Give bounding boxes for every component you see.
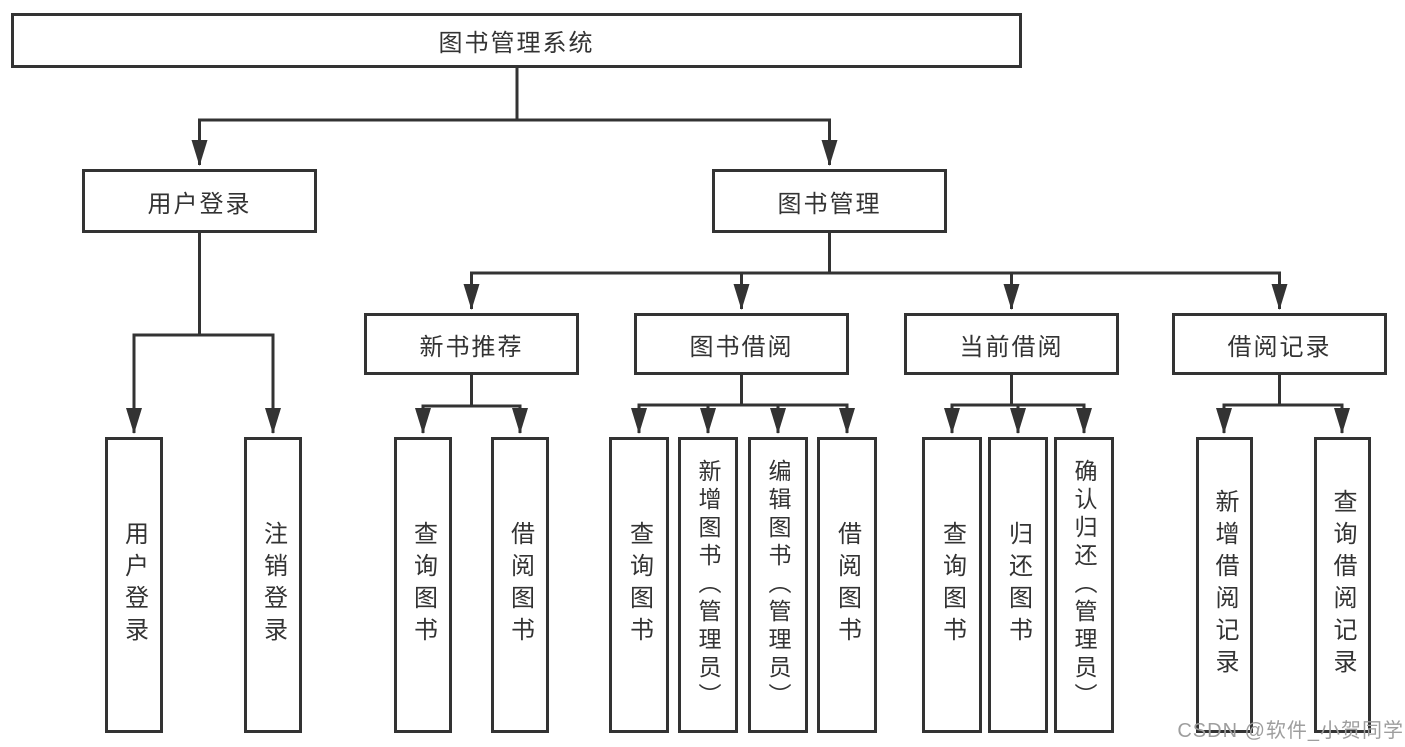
- leaf-borrow-edit-books-admin-label: 编辑图书（管理员）: [765, 459, 791, 711]
- node-new-book-recommend-label: 新书推荐: [419, 333, 524, 361]
- leaf-borrow-borrow-books-label: 借阅图书: [833, 521, 861, 649]
- node-book-management: 图书管理: [712, 169, 947, 233]
- leaf-records-add-record: 新增借阅记录: [1196, 437, 1253, 733]
- leaf-logout-label: 注销登录: [259, 521, 287, 649]
- leaf-current-query-books: 查询图书: [922, 437, 982, 733]
- node-root-label: 图书管理系统: [438, 30, 595, 57]
- leaf-logout: 注销登录: [244, 437, 302, 733]
- leaf-newbook-query-books-label: 查询图书: [409, 521, 437, 649]
- leaf-records-query-record-label: 查询借阅记录: [1329, 489, 1356, 681]
- leaf-borrow-add-books-admin-label: 新增图书（管理员）: [695, 459, 721, 711]
- leaf-current-confirm-return-admin: 确认归还（管理员）: [1054, 437, 1114, 733]
- leaf-current-confirm-return-admin-label: 确认归还（管理员）: [1071, 459, 1097, 711]
- leaf-borrow-edit-books-admin: 编辑图书（管理员）: [748, 437, 808, 733]
- node-root: 图书管理系统: [11, 13, 1022, 68]
- leaf-newbook-query-books: 查询图书: [394, 437, 452, 733]
- leaf-current-return-books-label: 归还图书: [1004, 521, 1032, 649]
- leaf-borrow-query-books: 查询图书: [609, 437, 669, 733]
- node-new-book-recommend: 新书推荐: [364, 313, 579, 375]
- leaf-records-query-record: 查询借阅记录: [1314, 437, 1371, 733]
- leaf-borrow-borrow-books: 借阅图书: [817, 437, 877, 733]
- leaf-borrow-query-books-label: 查询图书: [625, 521, 653, 649]
- node-current-borrow-label: 当前借阅: [959, 333, 1064, 361]
- leaf-records-add-record-label: 新增借阅记录: [1211, 489, 1238, 681]
- node-book-borrow: 图书借阅: [634, 313, 849, 375]
- leaf-user-login: 用户登录: [105, 437, 163, 733]
- leaf-current-query-books-label: 查询图书: [938, 521, 966, 649]
- node-book-management-label: 图书管理: [777, 190, 882, 218]
- node-user-login-label: 用户登录: [147, 190, 252, 218]
- node-book-borrow-label: 图书借阅: [689, 333, 794, 361]
- node-user-login: 用户登录: [82, 169, 317, 233]
- node-borrow-records: 借阅记录: [1172, 313, 1387, 375]
- leaf-user-login-label: 用户登录: [120, 521, 148, 649]
- node-current-borrow: 当前借阅: [904, 313, 1119, 375]
- leaf-newbook-borrow-books: 借阅图书: [491, 437, 549, 733]
- leaf-newbook-borrow-books-label: 借阅图书: [506, 521, 534, 649]
- node-borrow-records-label: 借阅记录: [1227, 333, 1332, 361]
- csdn-watermark: CSDN @软件_小贺同学: [1177, 720, 1404, 742]
- leaf-current-return-books: 归还图书: [988, 437, 1048, 733]
- leaf-borrow-add-books-admin: 新增图书（管理员）: [678, 437, 738, 733]
